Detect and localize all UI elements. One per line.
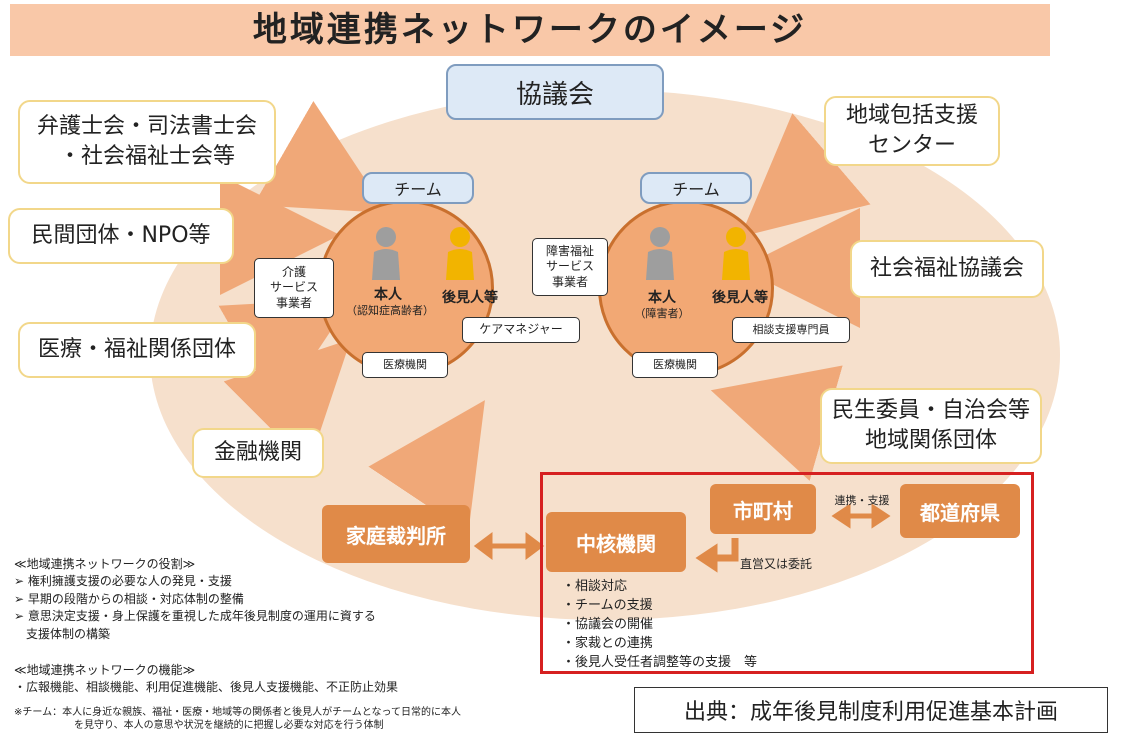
minsei-line-1: 民生委員・自治会等: [831, 398, 1030, 424]
disability-service-box: 障害福祉サービス事業者: [532, 238, 608, 296]
page-title: 地域連携ネットワークのイメージ: [10, 4, 1050, 56]
arrow-city-pref-head-l: [831, 503, 851, 529]
arrow-min: [710, 365, 843, 481]
hospital-left-box: 医療機関: [362, 352, 448, 378]
role-item: 支援体制の構築: [14, 626, 111, 641]
dis-line-1: 障害福祉: [545, 243, 594, 258]
roles-block: ≪地域連携ネットワークの役割≫ ➢ 権利擁護支援の必要な人の発見・支援 ➢ 早期…: [14, 556, 524, 643]
care-line-1: 介護: [281, 264, 306, 279]
team-note-line-1: ※チーム：本人に身近な親族、福祉・医療・地域等の関係者と後見人がチームとなって日…: [14, 707, 461, 718]
center-line-1: 地域包括支援: [845, 103, 978, 129]
care-service-box: 介護サービス事業者: [254, 258, 334, 318]
dis-line-2: サービス: [545, 259, 594, 274]
arrow-medical: [218, 298, 353, 410]
finance-box: 金融機関: [192, 428, 324, 478]
hospital-right-box: 医療機関: [632, 352, 718, 378]
care-manager-box: ケアマネジャー: [462, 317, 580, 343]
person-left-sub: （認知症高齢者）: [346, 304, 434, 317]
functions-block: ≪地域連携ネットワークの機能≫ ・広報機能、相談機能、利用促進機能、後見人支援機…: [14, 662, 524, 697]
arrow-center: [740, 113, 871, 237]
municipality-box: 市町村: [710, 484, 816, 534]
roles-title: ≪地域連携ネットワークの役割≫: [14, 557, 196, 571]
core-item: ・後見人受任者調整等の支援 等: [562, 655, 758, 670]
person-right-label: 本人: [648, 290, 676, 306]
person-left-icon: [372, 227, 400, 280]
core-item: ・チームの支援: [562, 598, 653, 613]
role-item: ➢ 早期の段階からの相談・対応体制の整備: [14, 591, 244, 606]
lawyers-box: 弁護士会・司法書士会・社会福祉士会等: [18, 100, 276, 184]
link-support-label: 連携・支援: [834, 494, 890, 507]
guardian-left-label: 後見人等: [442, 290, 498, 306]
role-item: ➢ 意思決定支援・身上保護を重視した成年後見制度の運用に資する: [14, 609, 376, 624]
dis-line-3: 事業者: [551, 274, 588, 289]
citation-box: 出典：成年後見制度利用促進基本計画: [634, 687, 1108, 733]
medical-box: 医療・福祉関係団体: [18, 322, 256, 378]
person-left-label: 本人: [374, 287, 402, 303]
arrow-city-core: [715, 538, 739, 562]
lawyers-line-2: ・社会福祉士会等: [58, 144, 235, 169]
functions-text: ・広報機能、相談機能、利用促進機能、後見人支援機能、不正防止効果: [14, 680, 399, 695]
core-region-frame: [540, 472, 1034, 674]
guardian-right-label: 後見人等: [712, 290, 768, 306]
role-item: ➢ 権利擁護支援の必要な人の発見・支援: [14, 574, 232, 589]
care-line-2: サービス: [269, 280, 318, 295]
team-right-label: チーム: [640, 172, 752, 204]
consult-box: 相談支援専門員: [732, 317, 850, 343]
npo-box: 民間団体・NPO等: [8, 208, 234, 264]
guardian-left-icon: [446, 227, 474, 280]
arrow-finance: [223, 339, 351, 467]
team-left-label: チーム: [362, 172, 474, 204]
family-court-box: 家庭裁判所: [322, 505, 470, 563]
arrow-court-core-head-l: [473, 532, 493, 560]
team-note-line-2: を見守り、本人の意思や状況を継続的に把握し必要な対応を行う体制: [74, 720, 384, 731]
minsei-line-2: 地域関係団体: [864, 428, 997, 453]
direct-or-commission-label: 直営又は委託: [740, 557, 813, 571]
core-item: ・協議会の開催: [562, 617, 654, 632]
core-item: ・相談対応: [562, 579, 628, 594]
council-box: 協議会: [446, 64, 664, 120]
core-agency-box: 中核機関: [546, 512, 686, 572]
person-right-icon: [646, 227, 674, 280]
team-right-circle: [598, 200, 774, 376]
team-note: ※チーム：本人に身近な親族、福祉・医療・地域等の関係者と後見人がチームとなって日…: [14, 706, 624, 732]
functions-title: ≪地域連携ネットワークの機能≫: [14, 663, 196, 677]
center-line-2: センター: [867, 133, 956, 158]
core-item: ・家裁との連携: [562, 636, 653, 651]
social-box: 社会福祉協議会: [850, 240, 1044, 298]
lawyers-line-1: 弁護士会・司法書士会: [36, 114, 257, 140]
prefecture-box: 都道府県: [900, 484, 1020, 538]
guardian-right-icon: [722, 227, 750, 280]
arrow-city-core-head: [695, 543, 718, 573]
person-right-sub: （障害者）: [634, 307, 690, 320]
core-functions-list: ・相談対応 ・チームの支援 ・協議会の開催 ・家裁との連携 ・後見人受任者調整等…: [562, 577, 822, 672]
arrow-lawyers: [253, 101, 388, 213]
center-box: 地域包括支援センター: [824, 96, 1000, 166]
arrow-court-core-head-r: [525, 532, 545, 560]
care-line-3: 事業者: [275, 295, 312, 310]
arrow-court: [368, 400, 485, 534]
arrow-city-pref-head-r: [871, 503, 891, 529]
minsei-box: 民生委員・自治会等地域関係団体: [820, 388, 1042, 464]
